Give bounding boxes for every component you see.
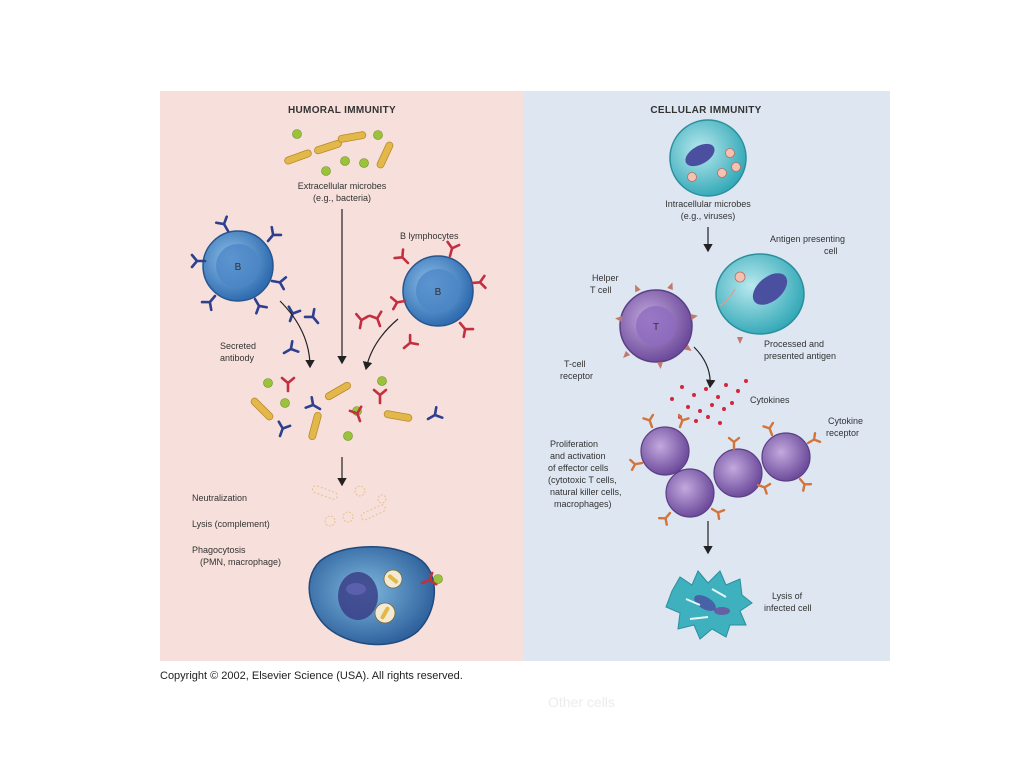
neutralized-bacteria [311, 485, 387, 527]
infected-cell [669, 119, 747, 197]
cytokine-receptor-label-2: receptor [826, 428, 859, 438]
t-cell-letter: T [653, 322, 659, 333]
proliferation-label: Proliferation and activation of effector… [548, 439, 622, 509]
b-lymphocytes-label: B lymphocytes [400, 231, 459, 241]
apc-label-1: Antigen presenting [770, 234, 845, 244]
prolif-line-3: of effector cells [548, 463, 609, 473]
macrophage [308, 546, 443, 646]
intracellular-label-2: (e.g., viruses) [681, 211, 736, 221]
humoral-title: HUMORAL IMMUNITY [288, 105, 396, 116]
tcr-label-2: receptor [560, 371, 593, 381]
prolif-line-6: macrophages) [554, 499, 612, 509]
cytokines-label: Cytokines [750, 395, 790, 405]
b-cell-letter-right: B [435, 287, 442, 298]
phagocytosis-label-1: Phagocytosis [192, 545, 246, 555]
helper-label-2: T cell [590, 285, 611, 295]
cellular-title: CELLULAR IMMUNITY [650, 105, 761, 116]
extracellular-label-2: (e.g., bacteria) [313, 193, 371, 203]
effector-cells [629, 413, 822, 526]
helper-label-1: Helper [592, 273, 619, 283]
helper-t-cell: T [614, 281, 699, 370]
b-cell-right: B [389, 240, 487, 339]
secreted-antibodies [279, 305, 420, 360]
copyright-text: Copyright © 2002, Elsevier Science (USA)… [160, 670, 463, 682]
lysed-infected-cell [665, 570, 753, 640]
processed-label-2: presented antigen [764, 351, 836, 361]
prolif-line-1: Proliferation [550, 439, 598, 449]
apc-label-2: cell [824, 246, 838, 256]
immunity-diagram: HUMORAL IMMUNITY Extracellular microbes … [190, 105, 863, 646]
antigen-antibody-complexes [249, 376, 444, 441]
neutralization-label: Neutralization [192, 493, 247, 503]
intracellular-label-1: Intracellular microbes [665, 199, 751, 209]
overlay-caption: Other cells [548, 694, 615, 710]
prolif-line-4: (cytotoxic T cells, [548, 475, 617, 485]
lysis-label-1: Lysis of [772, 591, 803, 601]
antigen-presenting-cell [715, 253, 805, 344]
b-cell-left: B [190, 215, 288, 315]
phagocytosis-label-2: (PMN, macrophage) [200, 557, 281, 567]
lysis-label-2: infected cell [764, 603, 812, 613]
extracellular-label-1: Extracellular microbes [298, 181, 387, 191]
immunity-figure: HUMORAL IMMUNITY Extracellular microbes … [160, 91, 890, 661]
processed-label-1: Processed and [764, 339, 824, 349]
cytokine-receptor-label-1: Cytokine [828, 416, 863, 426]
cytokines [670, 379, 748, 425]
tcr-label-1: T-cell [564, 359, 586, 369]
prolif-line-2: and activation [550, 451, 606, 461]
lysis-complement-label: Lysis (complement) [192, 519, 270, 529]
prolif-line-5: natural killer cells, [550, 487, 622, 497]
extracellular-microbes [283, 129, 395, 176]
secreted-label-2: antibody [220, 353, 255, 363]
b-cell-letter-left: B [235, 262, 242, 273]
secreted-label-1: Secreted [220, 341, 256, 351]
